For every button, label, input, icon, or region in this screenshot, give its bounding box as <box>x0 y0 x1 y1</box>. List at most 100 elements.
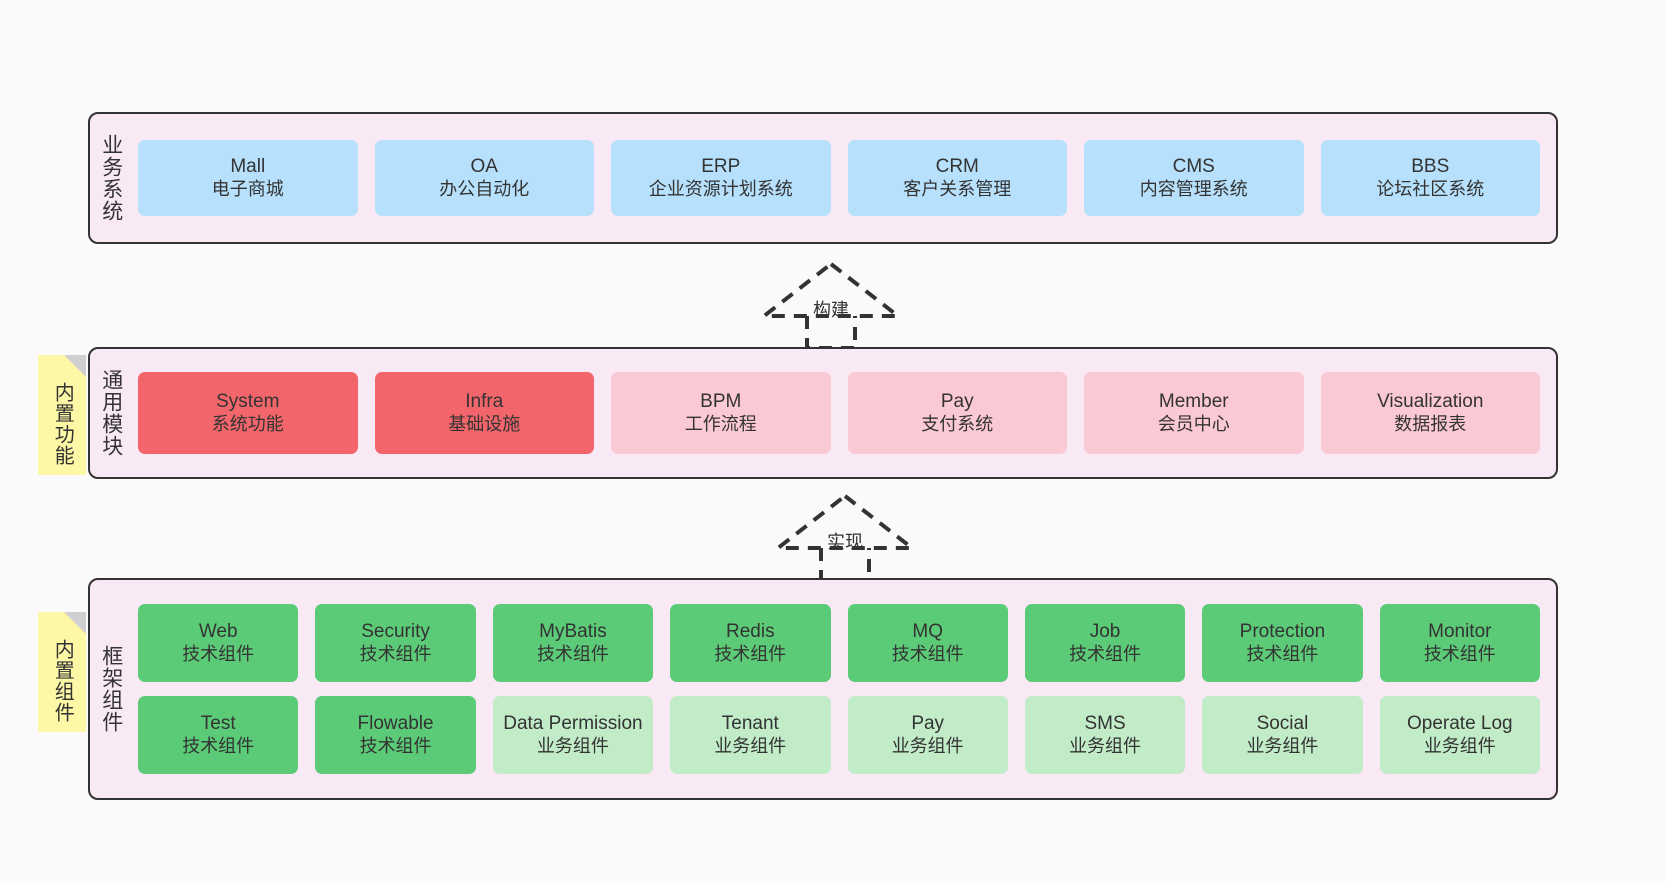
layer-body-business-system: Mall 电子商城 OA 办公自动化 ERP 企业资源计划系统 CRM 客户关系… <box>132 114 1556 242</box>
card-title-cn: 基础设施 <box>448 413 521 434</box>
card-row: System 系统功能 Infra 基础设施 BPM 工作流程 Pay 支付系统… <box>138 372 1540 454</box>
card-oa[interactable]: OA 办公自动化 <box>374 140 594 216</box>
card-title-en: MyBatis <box>539 621 607 643</box>
card-title-cn: 业务组件 <box>1246 735 1319 756</box>
card-title-cn: 支付系统 <box>921 413 994 434</box>
card-security[interactable]: Security 技术组件 <box>315 604 476 682</box>
card-crm[interactable]: CRM 客户关系管理 <box>847 140 1067 216</box>
card-web[interactable]: Web 技术组件 <box>138 604 299 682</box>
card-title-en: Member <box>1158 391 1229 413</box>
layer-title-business-system: 业务系统 <box>99 134 123 222</box>
card-row: Web 技术组件 Security 技术组件 MyBatis 技术组件 Redi… <box>138 604 1540 682</box>
card-title-en: System <box>216 391 280 413</box>
card-title-cn: 客户关系管理 <box>903 178 1012 199</box>
card-cms[interactable]: CMS 内容管理系统 <box>1084 140 1304 216</box>
card-title-en: Test <box>200 713 236 735</box>
card-title-cn: 论坛社区系统 <box>1376 178 1485 199</box>
card-title-cn: 办公自动化 <box>439 178 530 199</box>
connector-implement: 实现 <box>770 490 920 582</box>
card-title-en: BBS <box>1411 156 1450 178</box>
card-member[interactable]: Member 会员中心 <box>1084 372 1304 454</box>
layer-title-common-module: 通用模块 <box>99 369 123 457</box>
card-title-cn: 技术组件 <box>182 643 255 664</box>
card-title-cn: 技术组件 <box>536 643 609 664</box>
card-title-en: SMS <box>1084 713 1126 735</box>
card-title-en: Infra <box>465 391 504 413</box>
note-label: 内置功能 <box>51 382 74 466</box>
layer-body-common-module: System 系统功能 Infra 基础设施 BPM 工作流程 Pay 支付系统… <box>132 349 1556 477</box>
card-protection[interactable]: Protection 技术组件 <box>1202 604 1363 682</box>
layer-title-framework-component: 框架组件 <box>99 645 123 733</box>
card-pay[interactable]: Pay 支付系统 <box>847 372 1067 454</box>
connector-build: 构建 <box>756 258 906 350</box>
card-title-en: Redis <box>726 621 775 643</box>
card-job[interactable]: Job 技术组件 <box>1024 604 1186 682</box>
card-title-cn: 会员中心 <box>1157 413 1230 434</box>
card-title-cn: 电子商城 <box>211 178 284 199</box>
card-title-cn: 业务组件 <box>536 735 609 756</box>
card-test[interactable]: Test 技术组件 <box>138 696 299 774</box>
card-bpm[interactable]: BPM 工作流程 <box>611 372 831 454</box>
card-title-en: Social <box>1256 713 1309 735</box>
card-title-en: OA <box>470 156 498 178</box>
note-fold-icon <box>64 612 86 634</box>
card-tenant[interactable]: Tenant 业务组件 <box>670 696 831 774</box>
card-row: Mall 电子商城 OA 办公自动化 ERP 企业资源计划系统 CRM 客户关系… <box>138 140 1540 216</box>
card-system[interactable]: System 系统功能 <box>138 372 358 454</box>
card-title-en: Pay <box>940 391 974 413</box>
card-title-cn: 系统功能 <box>211 413 284 434</box>
card-infra[interactable]: Infra 基础设施 <box>374 372 594 454</box>
card-monitor[interactable]: Monitor 技术组件 <box>1379 604 1540 682</box>
layer-common-module[interactable]: 通用模块 System 系统功能 Infra 基础设施 BPM 工作流程 Pay… <box>88 347 1558 479</box>
card-visualization[interactable]: Visualization 数据报表 <box>1320 372 1540 454</box>
card-title-en: Visualization <box>1377 391 1484 413</box>
card-sms[interactable]: SMS 业务组件 <box>1024 696 1186 774</box>
card-title-en: Flowable <box>357 713 434 735</box>
card-title-en: ERP <box>701 156 741 178</box>
card-title-cn: 技术组件 <box>182 735 255 756</box>
card-operate-log[interactable]: Operate Log 业务组件 <box>1379 696 1540 774</box>
card-row: Test 技术组件 Flowable 技术组件 Data Permission … <box>138 696 1540 774</box>
note-label: 内置组件 <box>51 639 74 723</box>
layer-framework-component[interactable]: 框架组件 Web 技术组件 Security 技术组件 MyBatis 技术组件… <box>88 578 1558 800</box>
card-erp[interactable]: ERP 企业资源计划系统 <box>611 140 831 216</box>
card-title-en: Mall <box>230 156 266 178</box>
layer-business-system[interactable]: 业务系统 Mall 电子商城 OA 办公自动化 ERP 企业资源计划系统 CRM… <box>88 112 1558 244</box>
card-flowable[interactable]: Flowable 技术组件 <box>315 696 476 774</box>
card-title-en: CMS <box>1172 156 1215 178</box>
card-title-cn: 技术组件 <box>1246 643 1319 664</box>
card-title-en: Web <box>198 621 238 643</box>
card-title-cn: 业务组件 <box>1069 735 1142 756</box>
card-title-en: Pay <box>911 713 945 735</box>
connector-label-implement: 实现 <box>827 532 863 552</box>
card-mq[interactable]: MQ 技术组件 <box>847 604 1008 682</box>
note-builtin-function[interactable]: 内置功能 <box>38 355 86 475</box>
card-title-en: CRM <box>935 156 979 178</box>
card-title-cn: 数据报表 <box>1394 413 1467 434</box>
card-social[interactable]: Social 业务组件 <box>1202 696 1363 774</box>
card-title-cn: 业务组件 <box>891 735 964 756</box>
card-bbs[interactable]: BBS 论坛社区系统 <box>1320 140 1540 216</box>
card-title-en: Protection <box>1239 621 1326 643</box>
card-pay-business[interactable]: Pay 业务组件 <box>847 696 1008 774</box>
card-title-en: MQ <box>912 621 943 643</box>
card-title-en: Security <box>361 621 430 643</box>
card-redis[interactable]: Redis 技术组件 <box>670 604 831 682</box>
card-title-cn: 企业资源计划系统 <box>648 178 793 199</box>
card-title-cn: 技术组件 <box>714 643 787 664</box>
card-title-cn: 技术组件 <box>891 643 964 664</box>
card-title-en: BPM <box>700 391 742 413</box>
note-builtin-component[interactable]: 内置组件 <box>38 612 86 732</box>
card-title-en: Monitor <box>1428 621 1492 643</box>
connector-label-build: 构建 <box>813 300 849 320</box>
card-title-cn: 技术组件 <box>359 643 432 664</box>
card-mybatis[interactable]: MyBatis 技术组件 <box>492 604 654 682</box>
card-title-cn: 技术组件 <box>359 735 432 756</box>
card-title-cn: 业务组件 <box>1423 735 1496 756</box>
card-title-cn: 内容管理系统 <box>1139 178 1248 199</box>
card-mall[interactable]: Mall 电子商城 <box>138 140 358 216</box>
card-title-en: Operate Log <box>1406 713 1513 735</box>
card-title-en: Tenant <box>721 713 779 735</box>
card-data-permission[interactable]: Data Permission 业务组件 <box>492 696 654 774</box>
